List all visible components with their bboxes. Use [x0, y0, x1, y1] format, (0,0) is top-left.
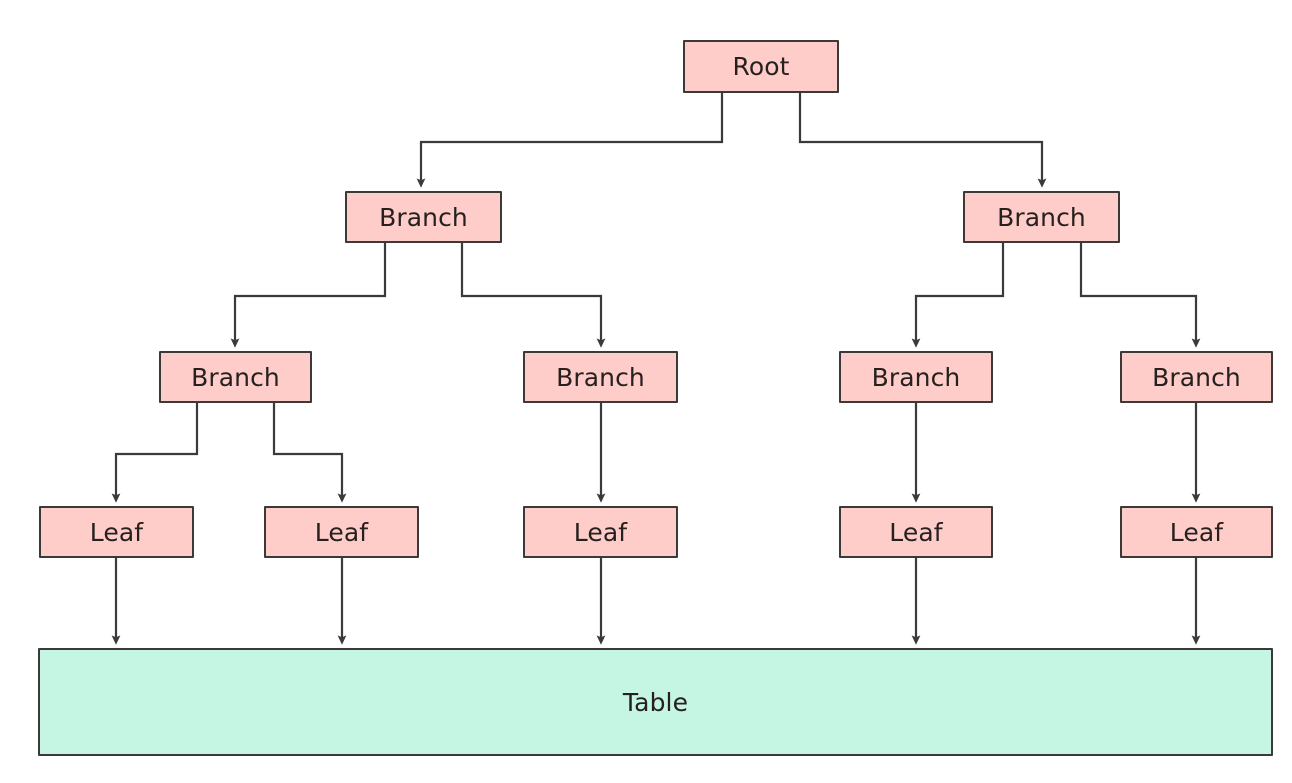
node-leaf5[interactable]: Leaf	[1120, 506, 1273, 558]
node-label-root: Root	[732, 52, 790, 81]
edge-b1a-to-leaf2	[272, 403, 347, 503]
node-leaf1[interactable]: Leaf	[39, 506, 194, 558]
node-label-b2: Branch	[997, 202, 1086, 232]
node-label-b1b: Branch	[556, 362, 645, 392]
node-label-b1a: Branch	[191, 362, 280, 392]
node-label-leaf3: Leaf	[573, 517, 628, 547]
edge-root-to-b2	[798, 93, 1047, 188]
node-leaf4[interactable]: Leaf	[839, 506, 993, 558]
node-label-table: Table	[622, 687, 689, 717]
node-label-leaf4: Leaf	[889, 517, 943, 547]
node-label-b2a: Branch	[871, 362, 961, 392]
node-leaf3[interactable]: Leaf	[523, 506, 678, 558]
edge-b1-to-b1b	[460, 243, 606, 348]
node-label-b2b: Branch	[1152, 362, 1241, 392]
node-label-leaf1: Leaf	[89, 517, 144, 547]
node-b1[interactable]: Branch	[345, 191, 502, 243]
edge-b2-to-b2b	[1079, 243, 1201, 348]
node-leaf2[interactable]: Leaf	[264, 506, 419, 558]
node-label-leaf5: Leaf	[1169, 517, 1224, 547]
node-b2[interactable]: Branch	[963, 191, 1120, 243]
node-b1b[interactable]: Branch	[523, 351, 678, 403]
node-table[interactable]: Table	[38, 648, 1273, 756]
edges-group	[111, 93, 1201, 645]
node-label-b1: Branch	[379, 202, 468, 232]
node-root[interactable]: Root	[683, 40, 839, 93]
node-b2b[interactable]: Branch	[1120, 351, 1273, 403]
edge-root-to-b1	[416, 93, 724, 188]
node-b2a[interactable]: Branch	[839, 351, 993, 403]
edge-b1-to-b1a	[230, 243, 387, 348]
edge-b2-to-b2a	[911, 243, 1005, 348]
edge-b1a-to-leaf1	[111, 403, 199, 503]
node-b1a[interactable]: Branch	[159, 351, 312, 403]
node-label-leaf2: Leaf	[314, 517, 369, 547]
